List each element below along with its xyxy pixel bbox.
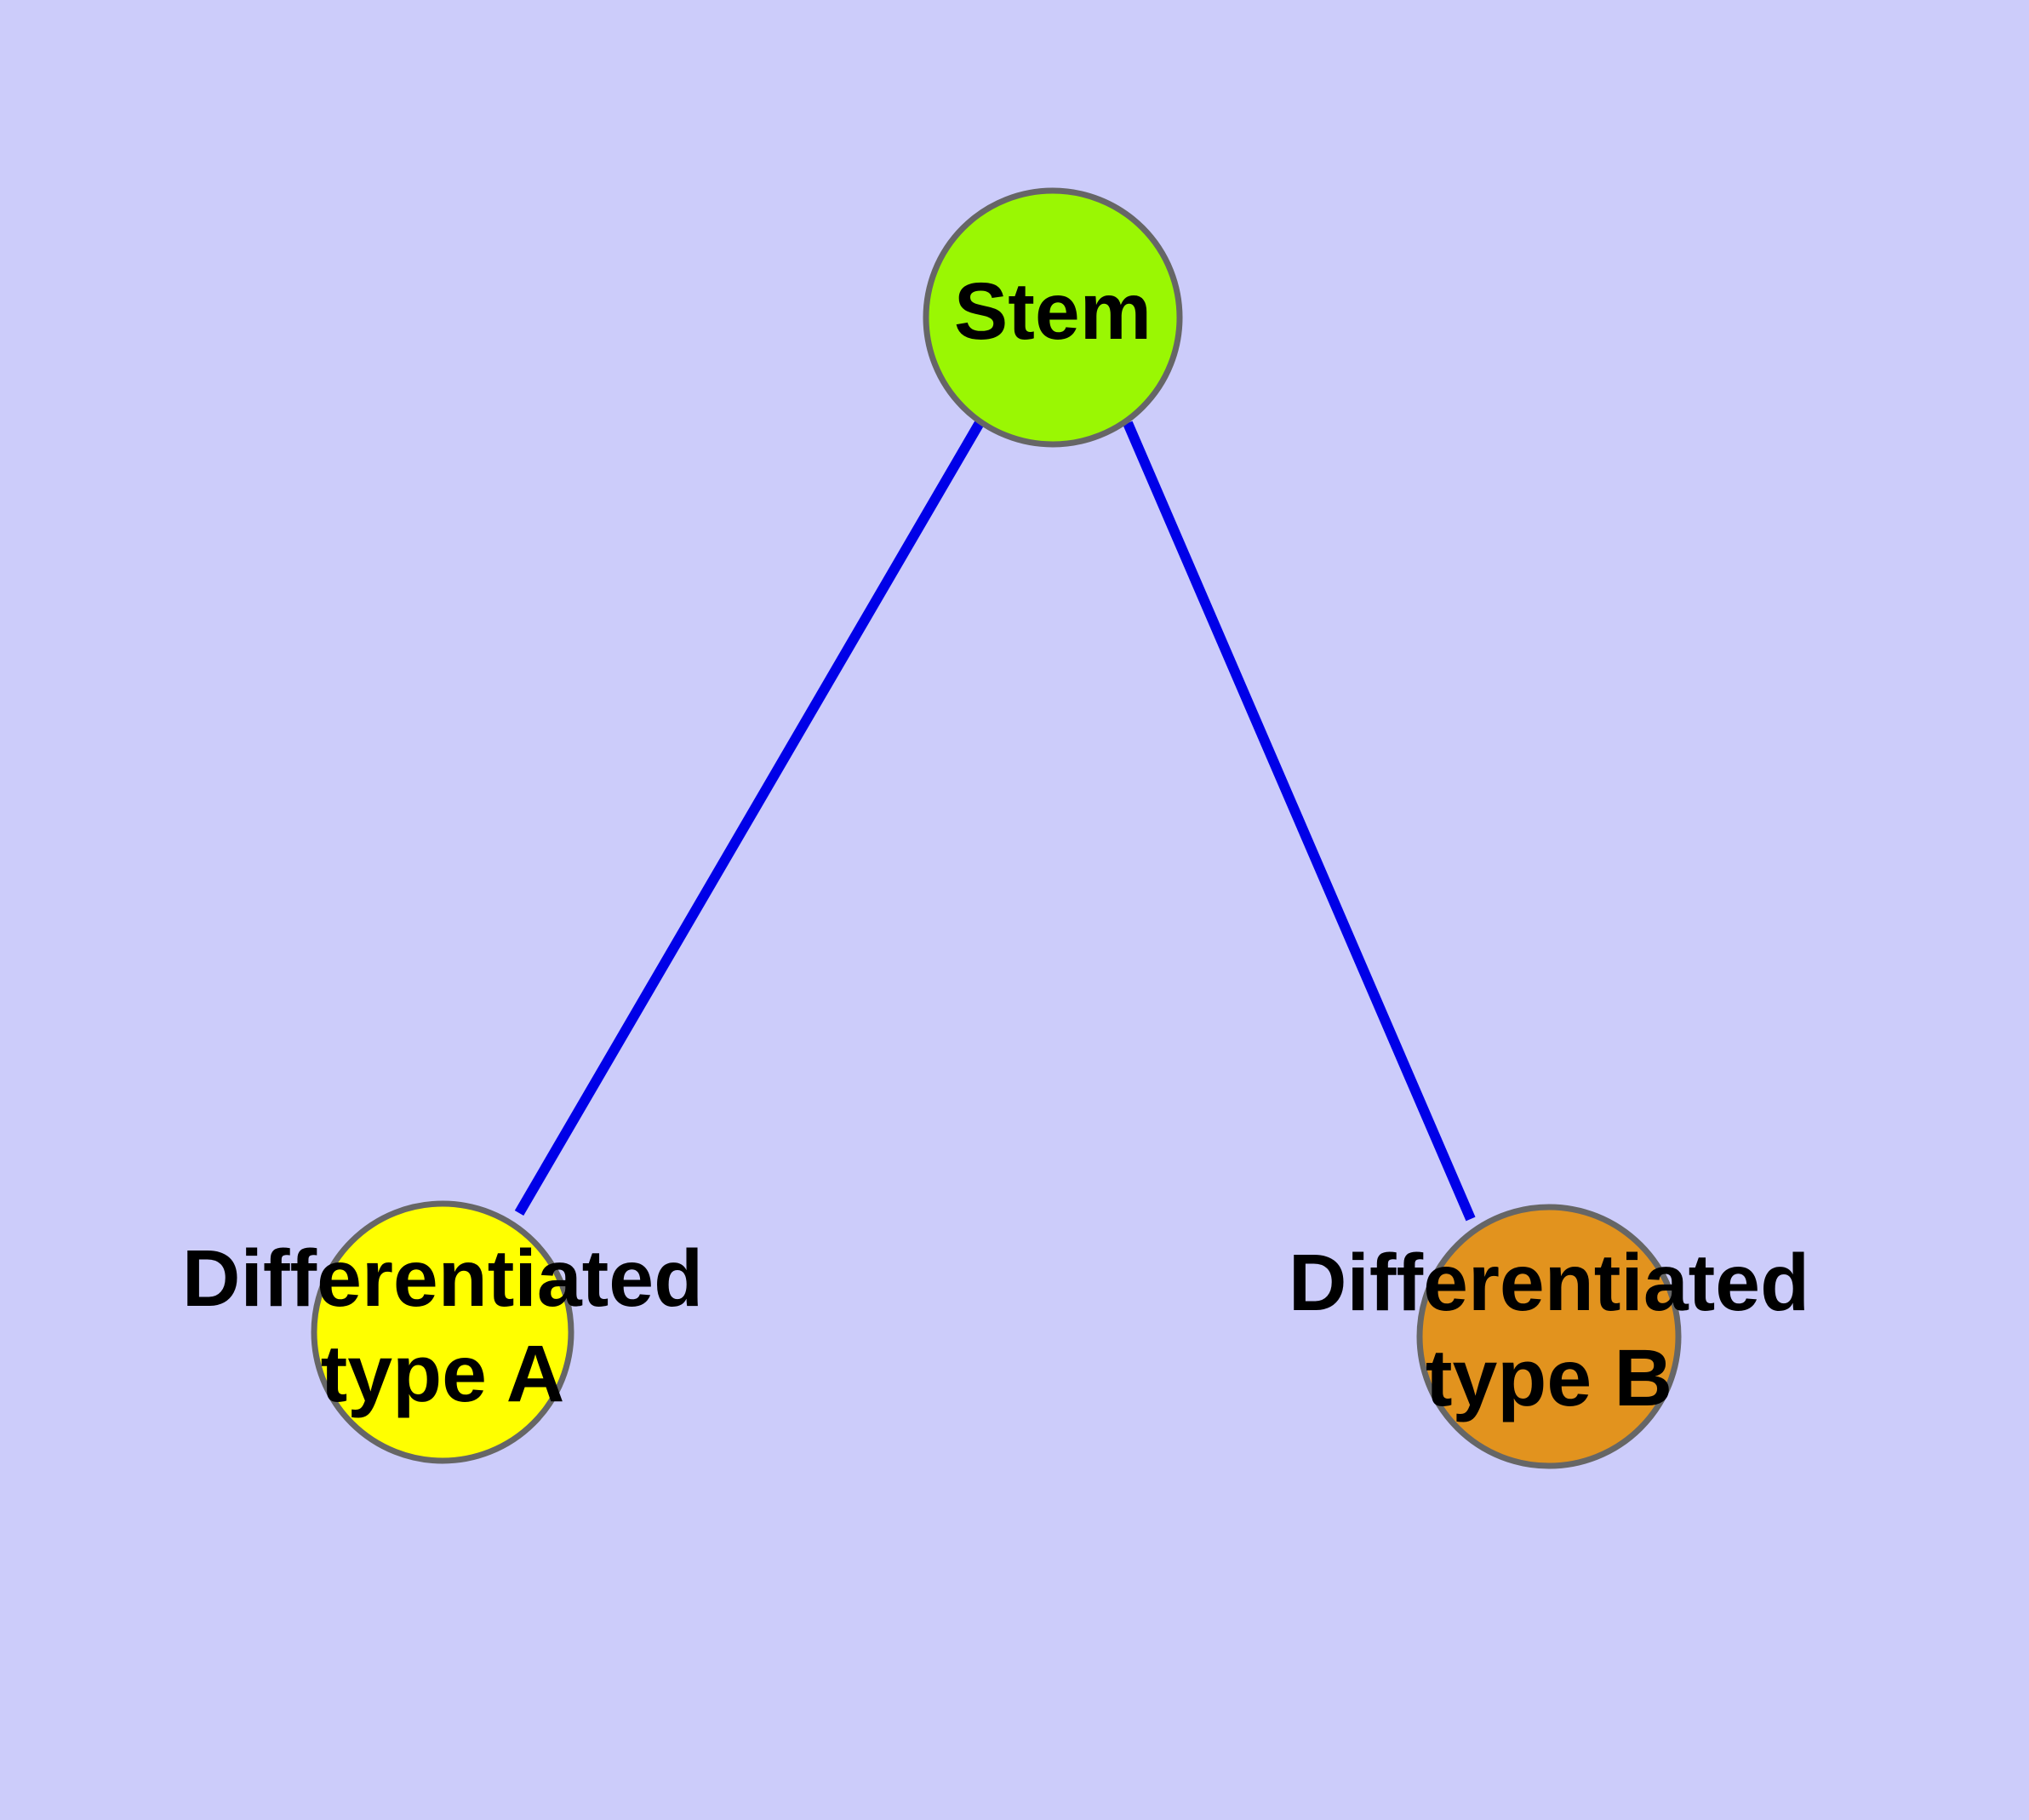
node-differentiated-type-b[interactable] (1416, 1204, 1682, 1469)
node-differentiated-type-a[interactable] (311, 1200, 574, 1464)
node-layer (311, 187, 1682, 1469)
edge-layer (514, 418, 1476, 1222)
edge-stem-to-diff-b[interactable] (1123, 421, 1476, 1222)
node-label-stem: Stem (954, 266, 1152, 357)
node-stem[interactable] (923, 187, 1183, 448)
edge-stem-to-diff-a[interactable] (514, 418, 986, 1216)
